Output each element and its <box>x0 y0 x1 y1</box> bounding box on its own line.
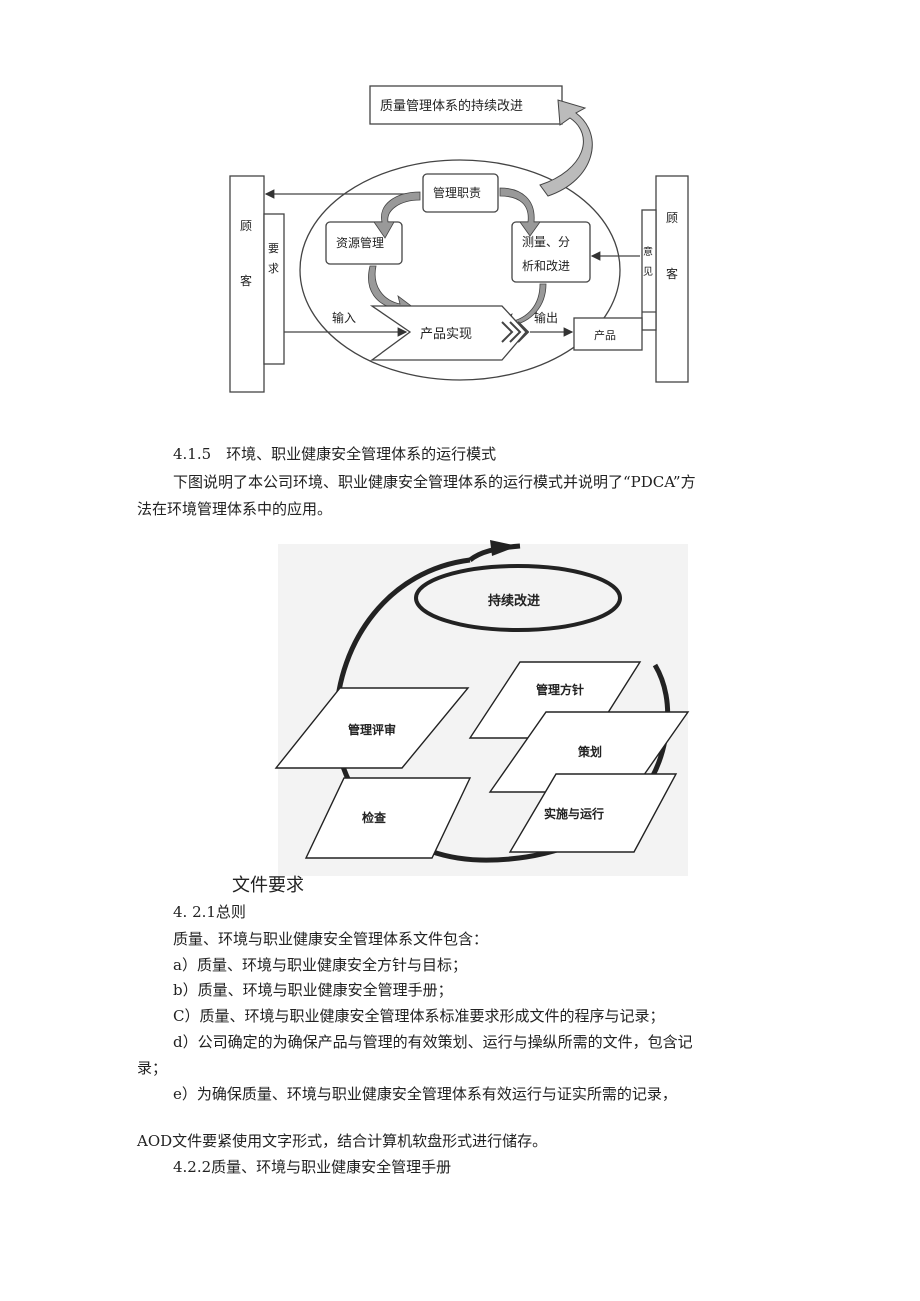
management-review-shape <box>274 687 470 769</box>
item-c: C）质量、环境与职业健康安全管理体系标准要求形成文件的程序与记录； <box>173 1007 665 1025</box>
output-label: 输出 <box>534 310 558 325</box>
implementation-label: 实施与运行 <box>544 806 604 821</box>
section-415-body-line1: 下图说明了本公司环境、职业健康安全管理体系的运行模式并说明了“PDCA”方 <box>173 473 696 491</box>
planning-shape <box>488 711 690 793</box>
section-421-heading: 4. 2.1总则 <box>173 903 246 921</box>
policy-shape <box>468 661 642 739</box>
input-label: 输入 <box>332 310 356 325</box>
title-box-label: 质量管理体系的持续改进 <box>380 98 523 114</box>
feedback-char1: 意 <box>643 245 653 258</box>
product-realization-shape <box>369 305 527 361</box>
quality-system-diagram: 质量管理体系的持续改进 顾 客 要 求 顾 客 意 见 管理职责 资源管理 测量… <box>229 85 689 393</box>
feedback-char2: 见 <box>643 266 653 278</box>
checking-shape <box>304 777 472 859</box>
product-realization-label: 产品实现 <box>420 327 472 342</box>
aod-line: AOD文件要紧使用文字形式，结合计算机软盘形式进行储存。 <box>137 1132 548 1150</box>
policy-label: 管理方针 <box>536 682 584 697</box>
item-e: e）为确保质量、环境与职业健康安全管理体系有效运行与证实所需的记录， <box>173 1085 677 1103</box>
measurement-label-2: 析和改进 <box>522 259 570 273</box>
section-415-heading: 4.1.5 环境、职业健康安全管理体系的运行模式 <box>173 445 497 463</box>
requirements-char1: 要 <box>268 242 279 255</box>
resource-mgmt-label: 资源管理 <box>336 235 384 250</box>
implementation-shape <box>508 773 678 853</box>
item-d-line2: 录； <box>137 1059 168 1077</box>
cycle-arrow-2 <box>499 187 541 237</box>
mgmt-responsibility-label: 管理职责 <box>433 185 481 200</box>
requirements-char2: 求 <box>268 262 279 275</box>
feedback-box <box>641 209 657 331</box>
improvement-curved-arrow <box>539 99 593 197</box>
continual-improvement-ellipse <box>414 564 622 632</box>
customer-left-char1: 顾 <box>240 219 252 233</box>
customer-right-char1: 顾 <box>666 211 678 225</box>
customer-right-char2: 客 <box>666 266 678 281</box>
cycle-arrow-1 <box>373 191 421 239</box>
customer-left-char2: 客 <box>240 273 252 288</box>
measurement-label-1: 测量、分 <box>522 235 570 249</box>
section-415-body-line2: 法在环境管理体系中的应用。 <box>137 500 333 518</box>
title-box <box>369 85 563 125</box>
chevron-arrows <box>501 321 530 343</box>
product-box <box>573 317 643 351</box>
pdca-background <box>278 544 688 876</box>
mgmt-responsibility-box <box>422 173 499 213</box>
section-42-intro: 质量、环境与职业健康安全管理体系文件包含： <box>173 930 489 948</box>
system-ellipse <box>299 159 621 381</box>
requirements-box <box>263 213 285 365</box>
section-422-heading: 4.2.2质量、环境与职业健康安全管理手册 <box>173 1158 452 1176</box>
management-review-label: 管理评审 <box>348 722 396 737</box>
section-42-heading: 文件要求 <box>232 875 304 896</box>
item-b: b）质量、环境与职业健康安全管理手册； <box>173 981 453 999</box>
planning-label: 策划 <box>578 744 602 759</box>
continual-improvement-label: 持续改进 <box>488 593 540 609</box>
customer-left-box <box>229 175 265 393</box>
customer-right-box <box>655 175 689 383</box>
checking-label: 检查 <box>362 810 387 825</box>
item-a: a）质量、环境与职业健康安全方针与目标； <box>173 956 467 974</box>
pdca-ring-top <box>468 543 521 563</box>
pdca-ring-arrowhead <box>490 540 518 556</box>
item-d-line1: d）公司确定的为确保产品与管理的有效策划、运行与操纵所需的文件，包含记 <box>173 1033 693 1051</box>
product-label: 产品 <box>594 328 616 342</box>
measurement-box <box>511 221 591 283</box>
pdca-outer-ring <box>333 557 671 863</box>
